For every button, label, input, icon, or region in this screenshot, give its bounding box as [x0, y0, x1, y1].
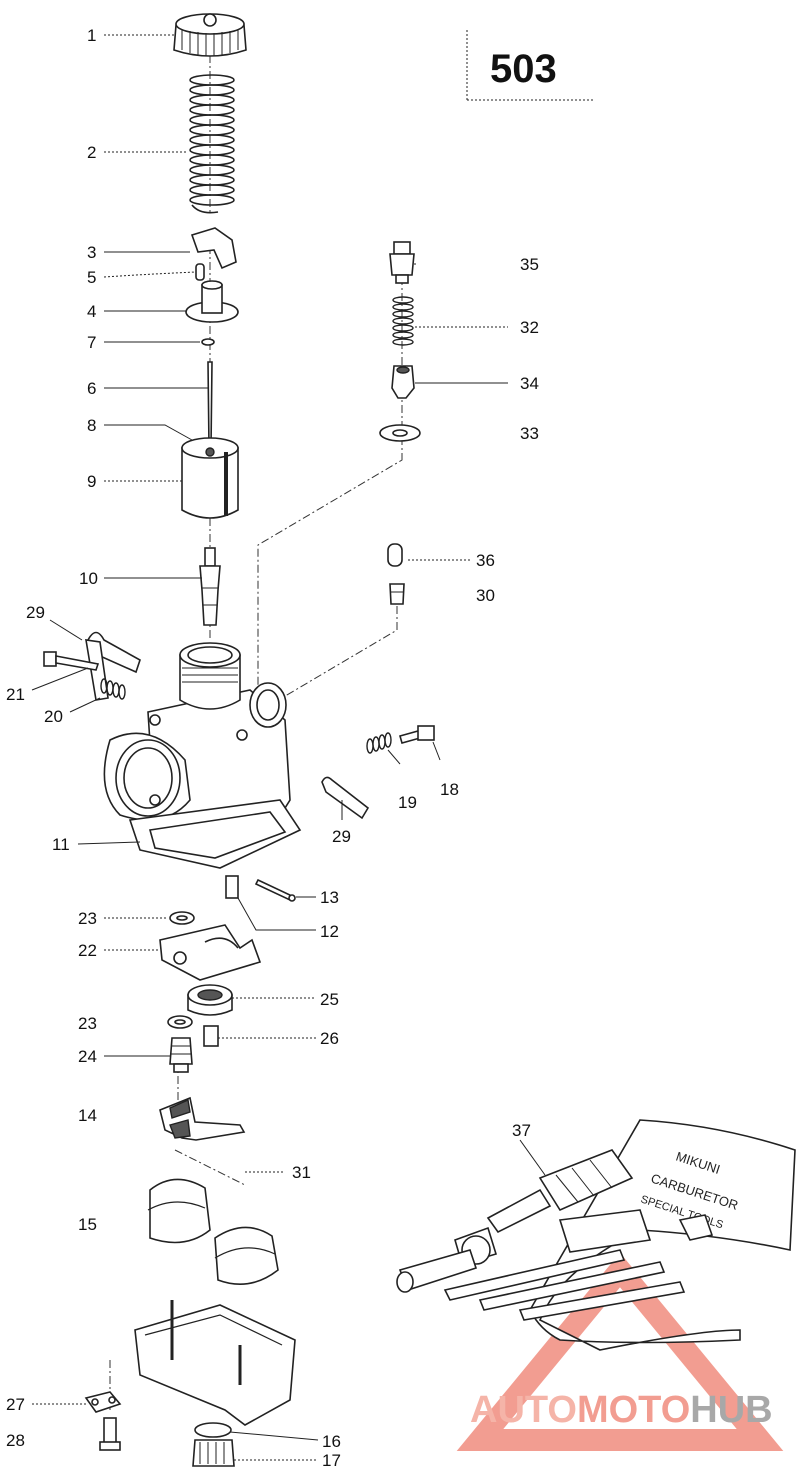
part-23-washer-top [169, 911, 195, 925]
callout-23-bottom: 23 [78, 1014, 97, 1033]
callout-10: 10 [79, 569, 98, 588]
part-12-pilot-jet [225, 875, 239, 899]
callout-30: 30 [476, 586, 495, 605]
part-7-clip [201, 338, 215, 346]
part-5-pin [195, 263, 205, 281]
part-24-main-jet [169, 1037, 193, 1073]
part-21-screw [43, 651, 100, 671]
part-2-spring [189, 74, 235, 214]
part-18-screw [399, 725, 435, 744]
part-36-oring [387, 543, 403, 567]
part-14-float-arm [159, 1096, 246, 1141]
watermark-auto: AUTO [470, 1389, 577, 1431]
callout-12: 12 [320, 922, 339, 941]
part-6-needle [207, 361, 213, 449]
part-27-plate [84, 1391, 122, 1413]
callout-20: 20 [44, 707, 63, 726]
part-1-cap [173, 13, 247, 57]
part-29-hose-bottom [321, 776, 370, 820]
callout-21: 21 [6, 685, 25, 704]
watermark: AUTOMOTOHUB [456, 1252, 784, 1451]
callout-labels: 1 2 3 5 4 7 6 8 9 10 29 21 20 11 23 22 2… [6, 26, 539, 1470]
callout-32: 32 [520, 318, 539, 337]
part-13-pin [254, 878, 296, 902]
callout-34: 34 [520, 374, 539, 393]
callout-4: 4 [87, 302, 96, 321]
part-33-washer [379, 424, 421, 442]
callout-3: 3 [87, 243, 96, 262]
callout-17: 17 [322, 1451, 341, 1470]
svg-text:AUTOMOTOHUB: AUTOMOTOHUB [470, 1389, 773, 1431]
callout-9: 9 [87, 472, 96, 491]
callout-33: 33 [520, 424, 539, 443]
part-3-plate [190, 227, 237, 270]
part-30-jet [389, 583, 405, 605]
callout-16: 16 [322, 1432, 341, 1451]
callout-19: 19 [398, 793, 417, 812]
part-25-valve-seat [187, 984, 233, 1016]
callout-15: 15 [78, 1215, 97, 1234]
callout-6: 6 [87, 379, 96, 398]
callout-8: 8 [87, 416, 96, 435]
watermark-hub: HUB [690, 1389, 772, 1431]
part-15-floats [147, 1178, 279, 1286]
callout-14: 14 [78, 1106, 97, 1125]
part-29-hose-top [85, 631, 141, 701]
callout-13: 13 [320, 888, 339, 907]
page-number-box: 503 [466, 30, 595, 101]
callout-29-top: 29 [26, 603, 45, 622]
callout-22: 22 [78, 941, 97, 960]
float-bowl [134, 1300, 296, 1426]
part-16-oring [194, 1422, 232, 1438]
part-35-fitting [389, 241, 415, 284]
part-26-jet [203, 1025, 219, 1047]
part-11-carburetor-body [103, 642, 302, 869]
callout-7: 7 [87, 333, 96, 352]
callout-28: 28 [6, 1431, 25, 1450]
part-9-throttle-slide [181, 437, 239, 519]
callout-26: 26 [320, 1029, 339, 1048]
part-20-spring [100, 678, 126, 700]
part-37-special-tools-kit: MIKUNI CARBURETOR SPECIAL TOOLS [396, 1119, 796, 1351]
part-10-needle-jet [199, 547, 221, 626]
watermark-triangle-logo [456, 1252, 784, 1451]
callout-5: 5 [87, 268, 96, 287]
callout-23-top: 23 [78, 909, 97, 928]
part-23-washer-bottom [167, 1015, 193, 1029]
callout-18: 18 [440, 780, 459, 799]
callout-29-bottom: 29 [332, 827, 351, 846]
watermark-moto: MOTO [577, 1389, 690, 1431]
callout-31: 31 [292, 1163, 311, 1182]
callout-1: 1 [87, 26, 96, 45]
callout-35: 35 [520, 255, 539, 274]
part-22-baffle-plate [159, 924, 262, 981]
callout-24: 24 [78, 1047, 97, 1066]
part-19-spring [366, 732, 392, 754]
leader-lines [31, 34, 546, 1461]
callout-37: 37 [512, 1121, 531, 1140]
callout-27: 27 [6, 1395, 25, 1414]
page-number: 503 [490, 47, 557, 91]
callout-36: 36 [476, 551, 495, 570]
part-28-screw [99, 1417, 121, 1451]
part-17-drain-plug [192, 1439, 235, 1467]
part-32-spring [392, 296, 414, 346]
callout-11: 11 [52, 835, 70, 854]
callout-2: 2 [87, 143, 96, 162]
part-4-holder [185, 280, 239, 323]
part-34-plunger [391, 365, 415, 399]
callout-25: 25 [320, 990, 339, 1009]
